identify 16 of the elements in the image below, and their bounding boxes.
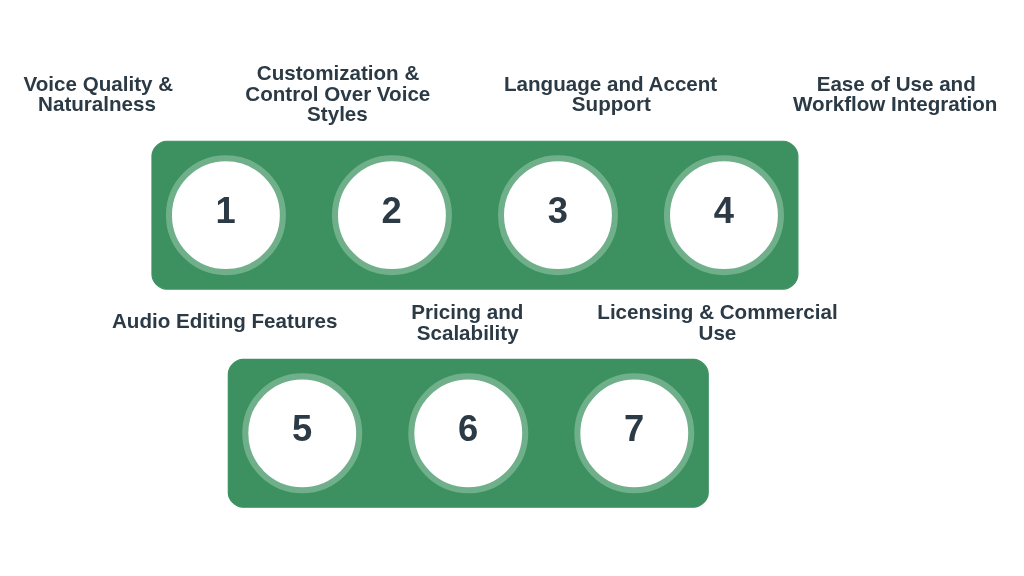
node-circle: 7 — [573, 372, 694, 493]
node-label: Language and Accent Support — [503, 70, 717, 115]
node-circle: 4 — [663, 154, 784, 275]
node-circle: 3 — [497, 154, 618, 275]
cluster — [150, 140, 798, 290]
node-circle: 5 — [241, 372, 362, 493]
node-label: Licensing & Commercial Use — [596, 299, 838, 344]
cluster — [227, 358, 709, 508]
node-label: Pricing and Scalability — [410, 299, 523, 344]
node-label: Customization & Control Over Voice Styles — [244, 60, 430, 125]
node-label: Voice Quality & Naturalness — [23, 70, 173, 115]
node-label: Ease of Use and Workflow Integration — [792, 70, 997, 115]
node-label: Audio Editing Features — [111, 308, 337, 332]
node-circle: 2 — [331, 154, 452, 275]
node-circle: 1 — [165, 154, 286, 275]
node-circle: 6 — [407, 372, 528, 493]
